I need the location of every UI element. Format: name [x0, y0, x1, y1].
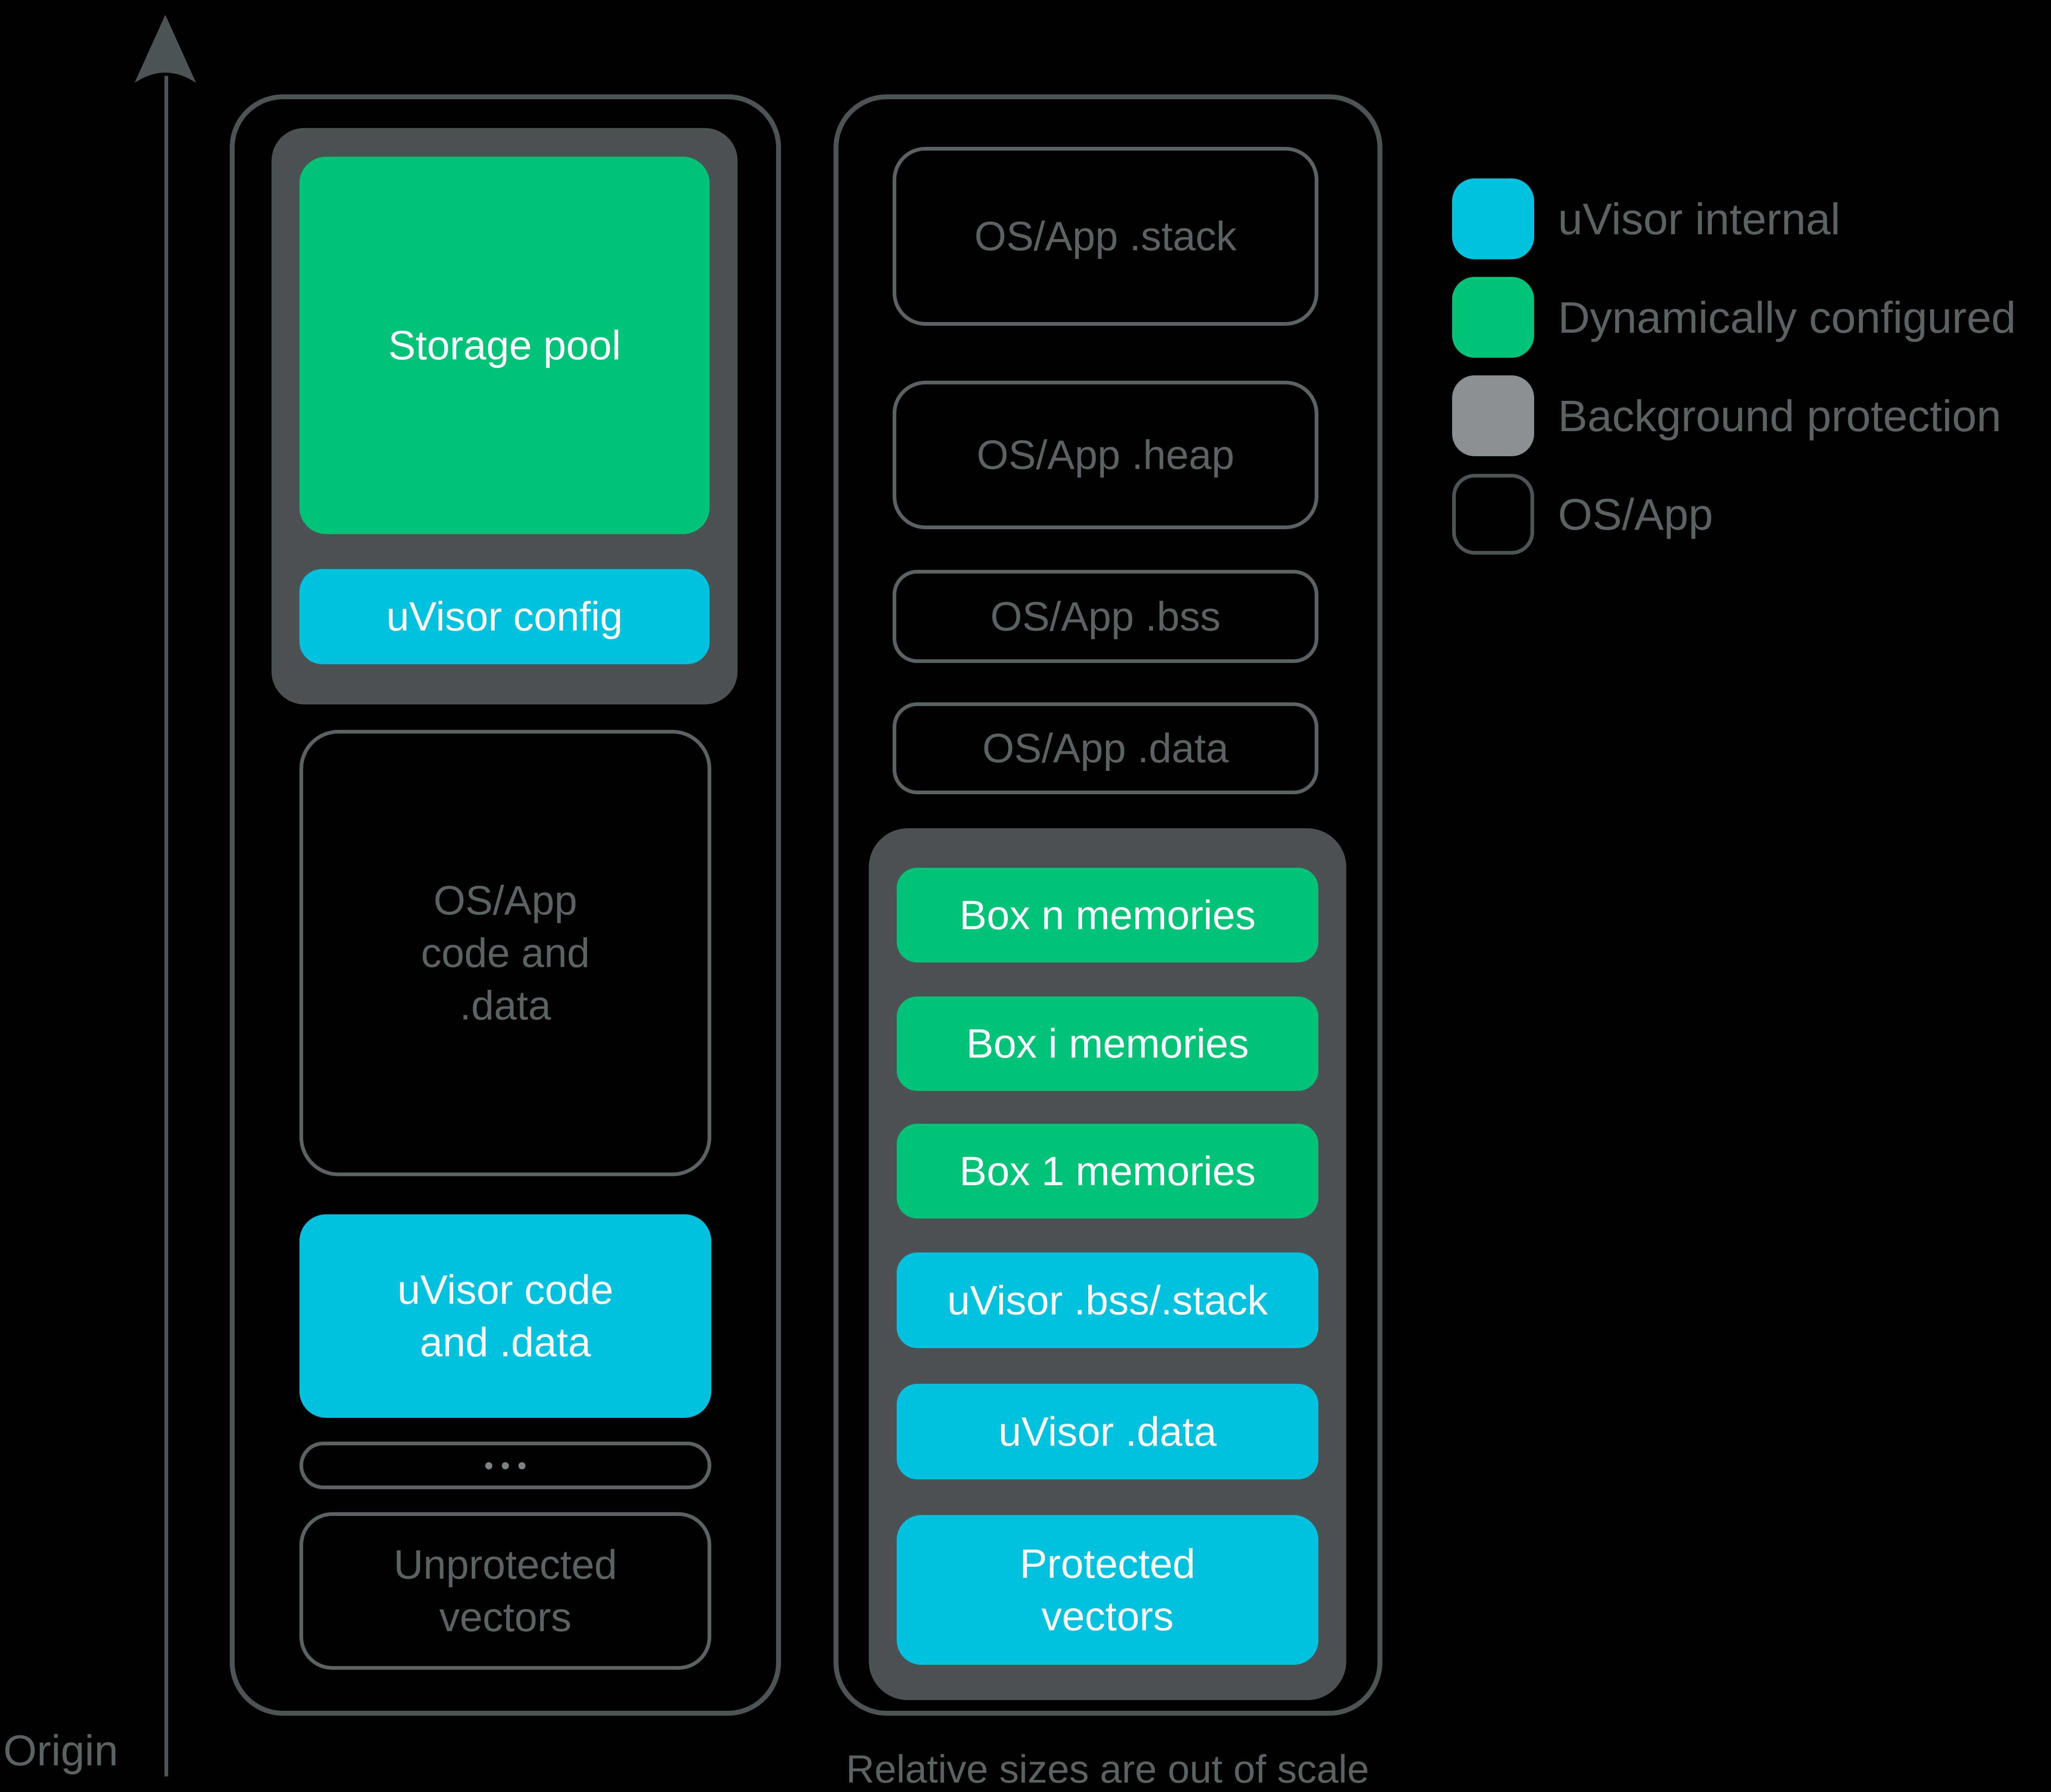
- legend: uVisor internal Dynamically configured B…: [1452, 178, 2016, 572]
- origin-label: Origin: [3, 1727, 119, 1775]
- legend-label-os-app: OS/App: [1558, 489, 1713, 539]
- legend-item-os-app: OS/App: [1452, 474, 2016, 555]
- uvisor-internal-swatch-icon: [1452, 178, 1534, 259]
- block-uvisor-bss-stack: uVisor .bss/.stack: [897, 1253, 1318, 1348]
- block-uvisor-config-label: uVisor config: [386, 594, 623, 640]
- up-arrow-icon: [135, 15, 196, 83]
- block-protected-vectors-label: Protected vectors: [1019, 1541, 1196, 1639]
- dynamically-configured-swatch-icon: [1452, 277, 1534, 358]
- block-ellipsis: •••: [299, 1442, 711, 1489]
- legend-item-dynamically-configured: Dynamically configured: [1452, 277, 2016, 358]
- block-uvisor-data-label: uVisor .data: [998, 1408, 1217, 1455]
- block-box-1-memories-label: Box 1 memories: [959, 1148, 1256, 1194]
- sram-memory-column: OS/App .stack OS/App .heap OS/App .bss O…: [834, 94, 1382, 1716]
- block-box-i-memories-label: Box i memories: [966, 1021, 1249, 1067]
- legend-label-uvisor-internal: uVisor internal: [1558, 194, 1841, 244]
- block-uvisor-code-and-data-label: uVisor code and .data: [397, 1267, 614, 1365]
- block-osapp-data-label: OS/App .data: [982, 725, 1229, 771]
- block-uvisor-code-and-data: uVisor code and .data: [299, 1214, 711, 1418]
- origin-axis-line: [164, 76, 168, 1776]
- block-osapp-data: OS/App .data: [893, 702, 1318, 794]
- legend-item-uvisor-internal: uVisor internal: [1452, 178, 2016, 259]
- block-uvisor-bss-stack-label: uVisor .bss/.stack: [947, 1277, 1268, 1323]
- block-osapp-heap-label: OS/App .heap: [976, 432, 1235, 478]
- block-osapp-heap: OS/App .heap: [893, 381, 1318, 529]
- block-osapp-bss-label: OS/App .bss: [990, 593, 1221, 640]
- block-unprotected-vectors: Unprotected vectors: [299, 1512, 711, 1670]
- flash-background-protection-panel: Storage pool uVisor config: [272, 128, 738, 704]
- block-osapp-code-and-data: OS/App code and .data: [299, 730, 711, 1176]
- os-app-swatch-icon: [1452, 474, 1534, 555]
- legend-item-background-protection: Background protection: [1452, 375, 2016, 456]
- block-osapp-stack-label: OS/App .stack: [974, 213, 1237, 259]
- block-unprotected-vectors-label: Unprotected vectors: [393, 1542, 617, 1640]
- block-box-n-memories-label: Box n memories: [959, 892, 1256, 938]
- block-protected-vectors: Protected vectors: [897, 1515, 1318, 1665]
- block-box-i-memories: Box i memories: [897, 997, 1318, 1091]
- flash-memory-column: Storage pool uVisor config OS/App code a…: [230, 94, 781, 1716]
- block-box-n-memories: Box n memories: [897, 868, 1318, 962]
- block-osapp-code-and-data-label: OS/App code and .data: [421, 878, 590, 1029]
- caption: Relative sizes are out of scale: [846, 1747, 1369, 1791]
- background-protection-swatch-icon: [1452, 375, 1534, 456]
- block-osapp-bss: OS/App .bss: [893, 570, 1318, 663]
- sram-background-protection-panel: Box n memories Box i memories Box 1 memo…: [869, 828, 1346, 1700]
- block-uvisor-data: uVisor .data: [897, 1384, 1318, 1479]
- block-osapp-stack: OS/App .stack: [893, 147, 1318, 326]
- block-box-1-memories: Box 1 memories: [897, 1124, 1318, 1218]
- block-storage-pool-label: Storage pool: [388, 322, 621, 368]
- block-storage-pool: Storage pool: [299, 157, 710, 534]
- legend-label-dynamically-configured: Dynamically configured: [1558, 293, 2016, 342]
- block-uvisor-config: uVisor config: [299, 569, 710, 664]
- legend-label-background-protection: Background protection: [1558, 391, 2001, 441]
